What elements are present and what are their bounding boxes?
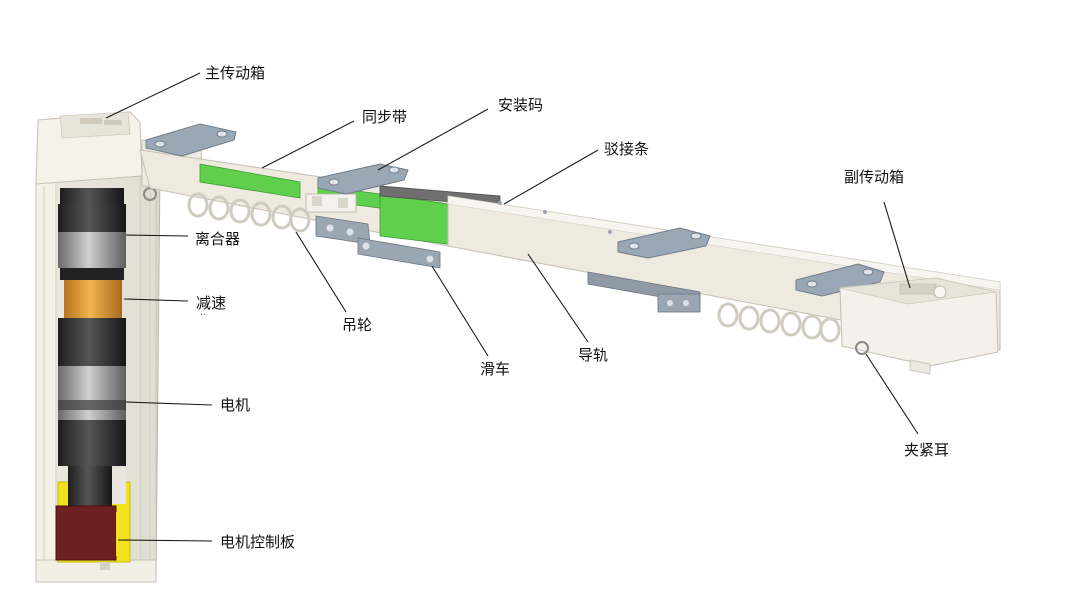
label-main-gearbox: 主传动箱 [205, 64, 266, 82]
leader-main-gearbox [105, 72, 201, 119]
pulley-car-shape [315, 215, 441, 269]
motor-part [58, 366, 126, 422]
aux-gearbox-shape [839, 277, 999, 375]
leader-hanger-wheel [295, 231, 347, 313]
label-pulley-car: 滑车 [480, 360, 511, 378]
leader-clamp-ear [865, 353, 919, 435]
mount-brackets [145, 123, 885, 297]
leader-motor [125, 401, 213, 406]
leader-reducer [123, 298, 189, 302]
reducer-part [64, 280, 122, 318]
label-timing-belt: 同步带 [362, 108, 408, 126]
label-clamp-ear: 夹紧耳 [904, 441, 950, 459]
leader-control-board [117, 539, 213, 542]
leader-pulley-car [431, 265, 489, 357]
leader-clutch [125, 234, 189, 237]
leader-guide-rail [527, 253, 589, 343]
leader-lines [105, 72, 919, 542]
label-control-board: 电机控制板 [220, 533, 296, 551]
label-mount-bracket: 安装码 [498, 96, 544, 114]
leader-splice-bar [503, 149, 599, 205]
label-clutch: 离合器 [195, 230, 241, 248]
drive-column [55, 188, 131, 570]
label-reducer: 减速 [196, 294, 227, 312]
label-motor: 电机 [220, 396, 251, 414]
label-hanger-wheel: 吊轮 [342, 316, 373, 334]
leader-timing-belt [261, 120, 355, 169]
leader-mount-bracket [377, 108, 489, 171]
label-guide-rail: 导轨 [578, 346, 609, 364]
label-splice-bar: 驳接条 [604, 140, 650, 158]
hanger-rings-right [717, 302, 841, 343]
label-aux-gearbox: 副传动箱 [844, 168, 905, 186]
label-reducer-mark: ·· [200, 310, 207, 321]
leader-aux-gearbox [883, 201, 911, 289]
control-board-part [55, 505, 117, 561]
hanger-rings-left [187, 192, 311, 233]
clutch-part [58, 232, 126, 268]
